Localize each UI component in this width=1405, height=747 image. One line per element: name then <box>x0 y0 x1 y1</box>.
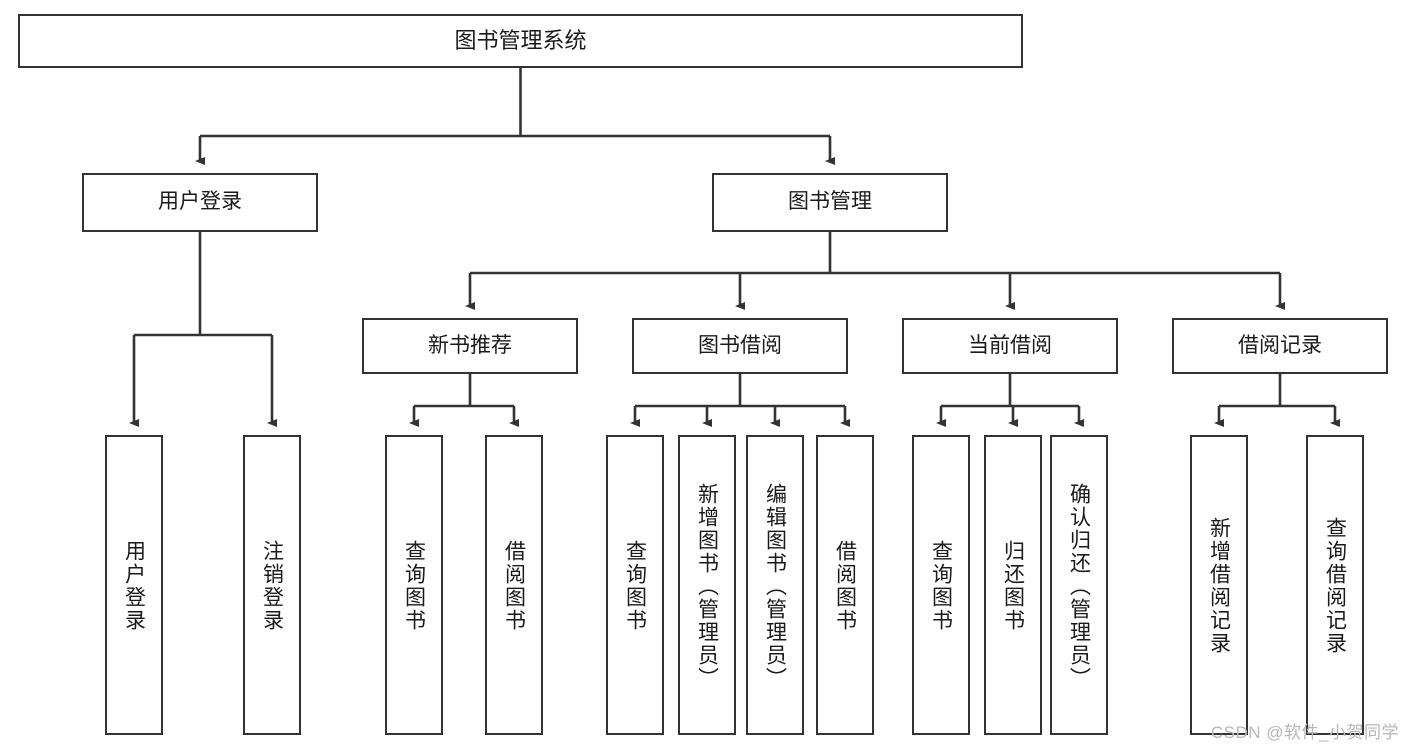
node-leaf-user-logout-label: 注销登录 <box>260 540 284 632</box>
node-leaf-query-book-1[interactable]: 查询图书 <box>385 435 443 735</box>
node-leaf-user-logout[interactable]: 注销登录 <box>243 435 301 735</box>
node-leaf-borrow-book-2[interactable]: 借阅图书 <box>816 435 874 735</box>
node-leaf-query-book-3-label: 查询图书 <box>929 540 953 632</box>
node-root-label: 图书管理系统 <box>454 28 587 54</box>
node-current-borrow[interactable]: 当前借阅 <box>902 318 1118 374</box>
node-leaf-borrow-book-1[interactable]: 借阅图书 <box>485 435 543 735</box>
node-leaf-query-book-2[interactable]: 查询图书 <box>606 435 664 735</box>
node-book-borrow-label: 图书借阅 <box>698 333 782 357</box>
node-leaf-user-login-label: 用户登录 <box>122 540 146 632</box>
node-new-book-recommend[interactable]: 新书推荐 <box>362 318 578 374</box>
node-book-management[interactable]: 图书管理 <box>712 173 948 232</box>
node-leaf-add-borrow-record-label: 新增借阅记录 <box>1207 517 1231 655</box>
watermark: CSDN @软件_小贺同学 <box>1210 723 1399 742</box>
node-leaf-query-borrow-record-label: 查询借阅记录 <box>1323 517 1347 655</box>
node-leaf-add-book-admin[interactable]: 新增图书（管理员） <box>678 435 736 735</box>
node-leaf-query-borrow-record[interactable]: 查询借阅记录 <box>1306 435 1364 735</box>
node-book-borrow[interactable]: 图书借阅 <box>632 318 848 374</box>
node-book-management-label: 图书管理 <box>788 190 872 214</box>
node-leaf-return-book[interactable]: 归还图书 <box>984 435 1042 735</box>
node-user-login-label: 用户登录 <box>158 190 242 214</box>
node-leaf-borrow-book-1-label: 借阅图书 <box>502 540 526 632</box>
node-leaf-edit-book-admin[interactable]: 编辑图书（管理员） <box>746 435 804 735</box>
node-leaf-query-book-2-label: 查询图书 <box>623 540 647 632</box>
node-leaf-return-book-label: 归还图书 <box>1001 540 1025 632</box>
node-borrow-record[interactable]: 借阅记录 <box>1172 318 1388 374</box>
node-leaf-borrow-book-2-label: 借阅图书 <box>833 540 857 632</box>
node-leaf-query-book-1-label: 查询图书 <box>402 540 426 632</box>
node-leaf-add-book-admin-label: 新增图书（管理员） <box>695 482 719 690</box>
node-borrow-record-label: 借阅记录 <box>1238 333 1322 357</box>
node-leaf-query-book-3[interactable]: 查询图书 <box>912 435 970 735</box>
node-leaf-add-borrow-record[interactable]: 新增借阅记录 <box>1190 435 1248 735</box>
node-new-book-recommend-label: 新书推荐 <box>428 333 512 357</box>
node-leaf-confirm-return-admin-label: 确认归还（管理员） <box>1067 482 1091 690</box>
node-leaf-edit-book-admin-label: 编辑图书（管理员） <box>763 482 787 690</box>
node-current-borrow-label: 当前借阅 <box>968 333 1052 357</box>
node-user-login[interactable]: 用户登录 <box>82 173 318 232</box>
node-leaf-user-login[interactable]: 用户登录 <box>105 435 163 735</box>
node-root[interactable]: 图书管理系统 <box>18 14 1023 68</box>
node-leaf-confirm-return-admin[interactable]: 确认归还（管理员） <box>1050 435 1108 735</box>
